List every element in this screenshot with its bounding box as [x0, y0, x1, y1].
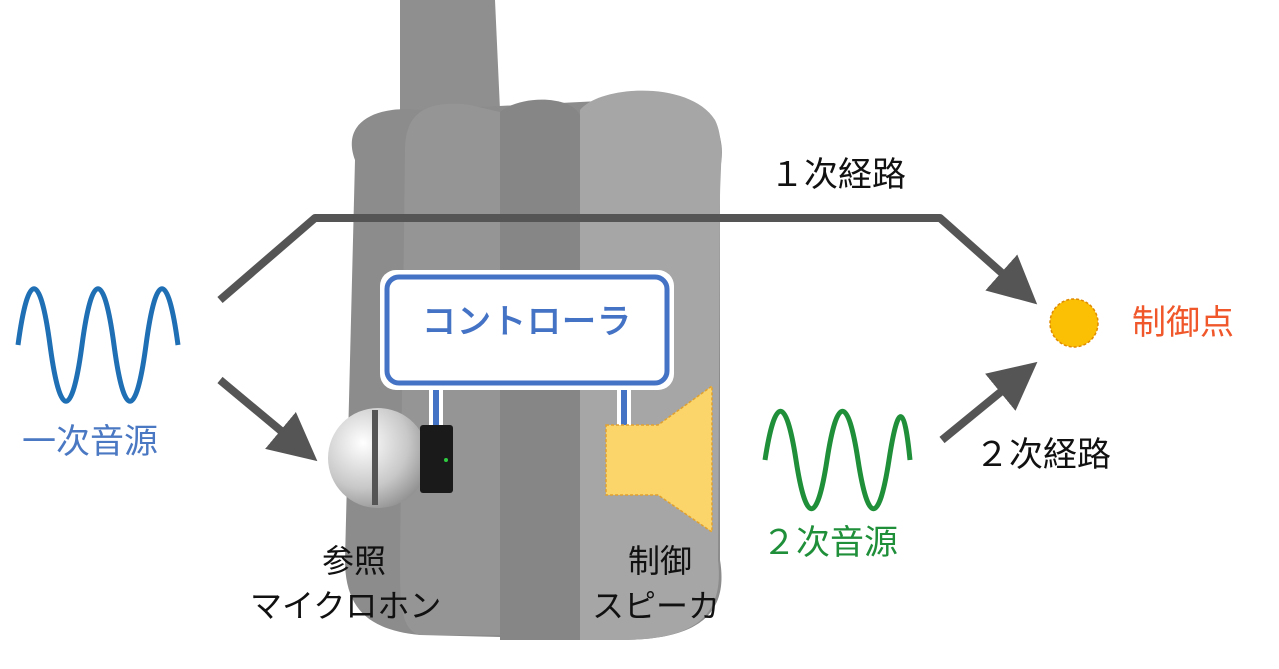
reference-mic-icon [328, 408, 453, 508]
primary-source-wave-icon [15, 286, 181, 404]
secondary-path-label: ２次経路 [975, 435, 1111, 475]
reference-mic-label-line1: 参照 [322, 542, 387, 580]
secondary-path-arrow [939, 361, 1038, 444]
primary-path-label: １次経路 [770, 155, 906, 195]
secondary-source-wave-icon [762, 408, 913, 512]
control-speaker-icon [605, 384, 713, 534]
primary-path-arrow [217, 214, 1038, 305]
controller-label: コントローラ [422, 302, 632, 342]
control-speaker-label-line2: スピーカ [592, 587, 721, 625]
controller-box [384, 274, 670, 386]
control-point-dot [1049, 298, 1099, 348]
reference-mic-label-line2: マイクロホン [250, 587, 442, 625]
primary-source-label: 一次音源 [22, 422, 158, 462]
secondary-source-label: ２次音源 [762, 523, 898, 563]
control-point-label: 制御点 [1132, 303, 1234, 343]
control-speaker-label-line1: 制御 [628, 542, 693, 580]
source-to-mic-arrow [217, 376, 318, 462]
